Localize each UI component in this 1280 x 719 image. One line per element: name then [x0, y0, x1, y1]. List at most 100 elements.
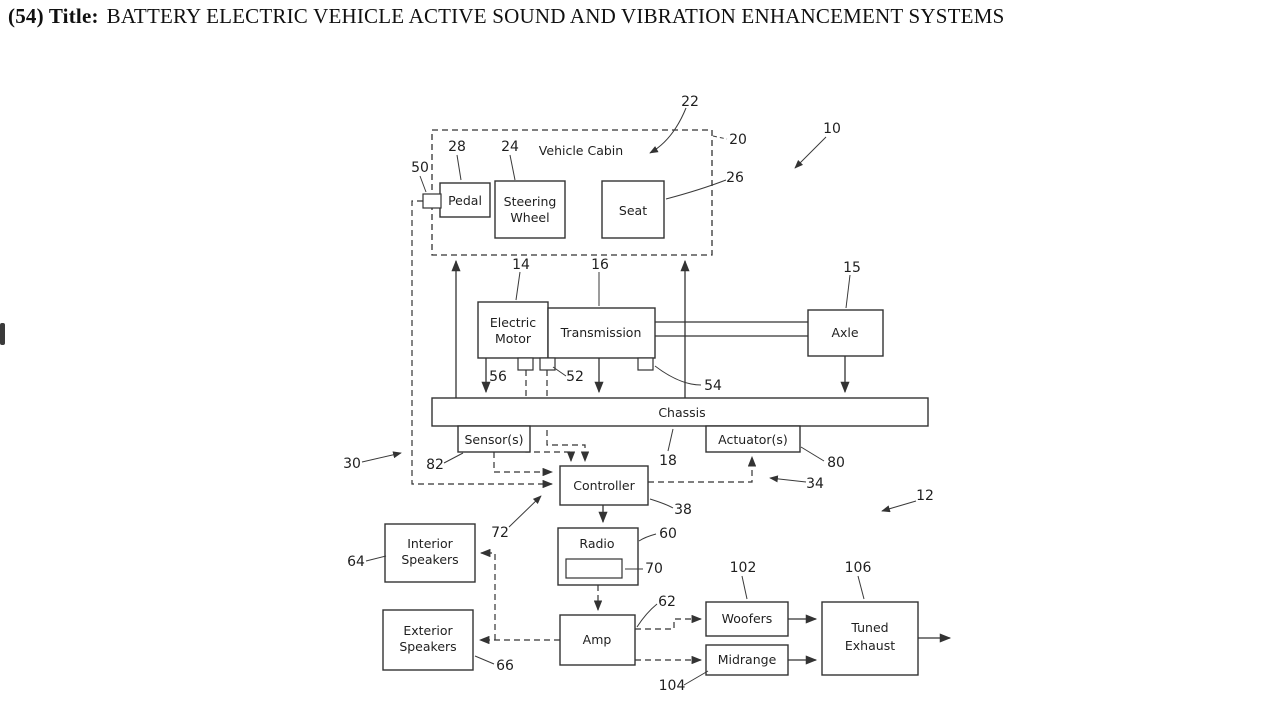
- leader-28: [456, 154, 462, 181]
- steering-wheel-label-1: Steering: [504, 194, 557, 209]
- ref-70: 70: [645, 561, 663, 577]
- leader-62: [636, 603, 658, 628]
- ref-80: 80: [827, 455, 845, 471]
- leader-66: [474, 655, 495, 665]
- mount-b-to-controller-connector: [546, 370, 590, 463]
- ref-12: 12: [916, 488, 934, 504]
- interior-speakers-box: [384, 523, 476, 583]
- interior-speakers-label-2: Speakers: [401, 552, 458, 567]
- electric-motor-label-2: Motor: [495, 331, 532, 346]
- leader-104: [683, 670, 709, 686]
- leader-38: [649, 498, 674, 509]
- amp-label: Amp: [583, 632, 612, 647]
- tuned-exhaust-label-2: Exhaust: [845, 638, 895, 653]
- chassis-box: [431, 397, 929, 427]
- ref-24: 24: [501, 139, 519, 155]
- ref-15: 15: [843, 260, 861, 276]
- ref-22: 22: [681, 94, 699, 110]
- leader-lines: [365, 107, 865, 686]
- ref-102: 102: [730, 560, 757, 576]
- chassis-label: Chassis: [658, 405, 705, 420]
- leader-20: [712, 135, 728, 140]
- leader-52: [552, 366, 567, 377]
- leader-82: [443, 452, 464, 464]
- ref-104: 104: [659, 678, 686, 694]
- pedal-label: Pedal: [448, 193, 482, 208]
- axle-box: [807, 309, 884, 357]
- axle-label: Axle: [831, 325, 858, 340]
- ref-54: 54: [704, 378, 722, 394]
- ref-66: 66: [496, 658, 514, 674]
- interior-speakers-label-1: Interior: [407, 536, 453, 551]
- leader-64: [365, 555, 387, 562]
- arrow-30: [361, 451, 402, 463]
- leader-80: [800, 446, 825, 462]
- ref-64: 64: [347, 554, 365, 570]
- exterior-speakers-label-1: Exterior: [403, 623, 453, 638]
- ref-56: 56: [489, 369, 507, 385]
- motor-mount-box: [517, 357, 534, 371]
- exterior-speakers-box: [382, 609, 474, 671]
- controller-to-actuators-connector: [648, 455, 757, 483]
- leader-102: [741, 575, 748, 600]
- ref-30: 30: [343, 456, 361, 472]
- amp-box: [559, 614, 636, 666]
- ref-72: 72: [491, 525, 509, 541]
- transmission-box: [547, 307, 656, 359]
- leader-24: [509, 154, 516, 181]
- electric-motor-box: [477, 301, 549, 359]
- arrow-12: [881, 500, 917, 513]
- ref-60: 60: [659, 526, 677, 542]
- amp-to-woofers-connector: [635, 614, 703, 630]
- patent-title-line: (54) Title: BATTERY ELECTRIC VEHICLE ACTI…: [8, 4, 1004, 29]
- ref-16: 16: [591, 257, 609, 273]
- seat-box: [601, 180, 665, 239]
- actuators-label: Actuator(s): [718, 432, 788, 447]
- steering-wheel-box: [494, 180, 566, 239]
- pedal-to-controller-connector: [411, 200, 554, 489]
- reference-numerals: 22 20 10 26 28 24 50 14 16 15 56 52 54 1…: [343, 94, 934, 694]
- transmission-mount-left-box: [539, 357, 556, 371]
- arrow-34: [769, 475, 807, 483]
- amp-to-interior-speakers-connector: [479, 548, 496, 640]
- arrow-72: [508, 495, 542, 528]
- ref-52: 52: [566, 369, 584, 385]
- annotation-arrows: [361, 136, 917, 528]
- leader-18: [667, 428, 674, 452]
- sensors-to-controller-connector: [493, 452, 554, 477]
- leader-50: [419, 175, 427, 193]
- ref-106: 106: [845, 560, 872, 576]
- electric-motor-label-1: Electric: [490, 315, 536, 330]
- leader-106: [857, 575, 865, 600]
- leader-15: [845, 274, 851, 309]
- ref-10: 10: [823, 121, 841, 137]
- exterior-speakers-label-2: Speakers: [399, 639, 456, 654]
- controller-box: [559, 465, 649, 506]
- tuned-exhaust-box: [821, 601, 919, 676]
- transmission-label: Transmission: [560, 325, 642, 340]
- midrange-label: Midrange: [718, 652, 777, 667]
- ref-50: 50: [411, 160, 429, 176]
- radio-label: Radio: [579, 536, 614, 551]
- tuned-exhaust-label-1: Tuned: [850, 620, 888, 635]
- sensors-box: [457, 425, 531, 453]
- ref-38: 38: [674, 502, 692, 518]
- leader-54: [654, 365, 702, 386]
- leader-60: [638, 533, 657, 542]
- ref-20: 20: [729, 132, 747, 148]
- seat-label: Seat: [619, 203, 647, 218]
- woofers-label: Woofers: [722, 611, 773, 626]
- sensors-label: Sensor(s): [464, 432, 523, 447]
- leader-22: [649, 107, 687, 154]
- pedal-box: [439, 182, 491, 218]
- ref-62: 62: [658, 594, 676, 610]
- title-field-code: (54) Title:: [8, 4, 99, 28]
- patent-title: BATTERY ELECTRIC VEHICLE ACTIVE SOUND AN…: [106, 4, 1005, 28]
- pedal-sensor-box: [422, 193, 442, 209]
- actuators-box: [705, 425, 801, 453]
- vehicle-cabin-boundary: [431, 129, 713, 256]
- vehicle-cabin-label: Vehicle Cabin: [539, 143, 623, 158]
- transmission-mount-right-box: [637, 357, 654, 371]
